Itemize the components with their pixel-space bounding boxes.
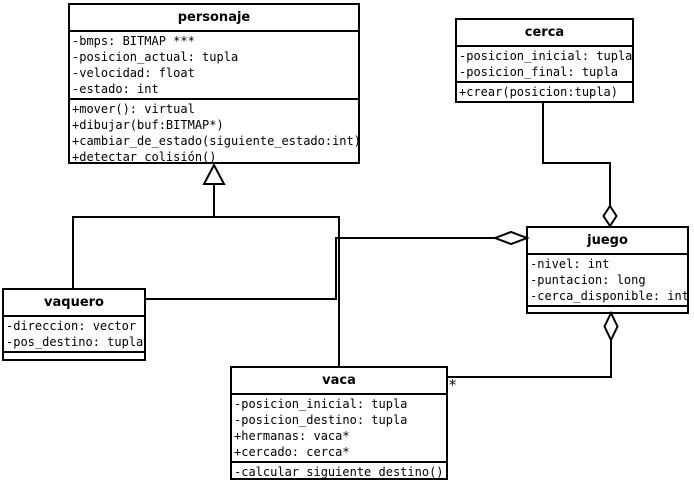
class-juego-attributes: -nivel: int -puntacion: long -cerca_disp… (528, 253, 687, 305)
method-row: +detectar_colisión() (72, 150, 217, 162)
attribute-row: -posicion_actual: tupla (72, 50, 239, 64)
attribute-row: -bmps: BITMAP *** (72, 34, 195, 48)
class-juego-methods-empty (528, 305, 687, 312)
attribute-row: -posicion_destino: tupla (234, 413, 408, 427)
class-personaje-attributes: -bmps: BITMAP *** -posicion_actual: tupl… (70, 30, 358, 98)
aggregation-diamond-icon (492, 230, 530, 246)
attribute-row: -pos_destino: tupla (6, 335, 144, 349)
attribute-row: -posicion_final: tupla (459, 65, 618, 79)
class-personaje: personaje -bmps: BITMAP *** -posicion_ac… (68, 3, 360, 164)
class-vaca-attributes: -posicion_inicial: tupla -posicion_desti… (232, 393, 446, 461)
class-juego-name: juego (587, 233, 628, 248)
aggregation-line-juego-vaquero (145, 237, 495, 300)
attribute-row: -direccion: vector (6, 319, 137, 333)
attribute-row: +cercado: cerca* (234, 445, 350, 459)
multiplicity-label: * (448, 376, 458, 394)
attribute-row: -posicion_inicial: tupla (459, 49, 632, 63)
class-vaquero-methods-empty (4, 351, 144, 359)
attribute-row: -puntacion: long (530, 273, 646, 287)
aggregation-line-juego-vaca (447, 340, 612, 378)
class-vaca: vaca -posicion_inicial: tupla -posicion_… (230, 366, 448, 480)
attribute-row: -estado: int (72, 82, 159, 96)
method-row: -calcular_siguiente_destino() (234, 465, 444, 478)
method-row: +mover(): virtual (72, 102, 195, 116)
class-juego: juego -nivel: int -puntacion: long -cerc… (526, 226, 689, 314)
attribute-row: -cerca_disponible: int (530, 289, 687, 303)
class-vaquero-attributes: -direccion: vector -pos_destino: tupla (4, 315, 144, 351)
class-cerca-methods: +crear(posicion:tupla) (457, 81, 632, 101)
class-vaca-name: vaca (322, 373, 356, 388)
method-row: +dibujar(buf:BITMAP*) (72, 118, 224, 132)
class-cerca-attributes: -posicion_inicial: tupla -posicion_final… (457, 45, 632, 81)
aggregation-diamond-icon (603, 310, 619, 343)
attribute-row: -velocidad: float (72, 66, 195, 80)
method-row: +cambiar_de_estado(siguiente_estado:int) (72, 134, 358, 148)
aggregation-line-juego-cerca (542, 102, 611, 206)
generalization-triangle-icon (202, 162, 226, 185)
method-row: +crear(posicion:tupla) (459, 85, 618, 99)
class-cerca-name: cerca (524, 25, 565, 40)
attribute-row: -posicion_inicial: tupla (234, 397, 408, 411)
class-vaca-methods: -calcular_siguiente_destino() (232, 461, 446, 478)
class-personaje-methods: +mover(): virtual +dibujar(buf:BITMAP*) … (70, 98, 358, 162)
class-vaquero-name: vaquero (44, 295, 104, 310)
class-vaquero: vaquero -direccion: vector -pos_destino:… (2, 288, 146, 361)
aggregation-diamond-icon (602, 204, 618, 228)
attribute-row: -nivel: int (530, 257, 610, 271)
attribute-row: +hermanas: vaca* (234, 429, 350, 443)
class-personaje-name: personaje (177, 10, 251, 25)
class-cerca: cerca -posicion_inicial: tupla -posicion… (455, 18, 634, 103)
